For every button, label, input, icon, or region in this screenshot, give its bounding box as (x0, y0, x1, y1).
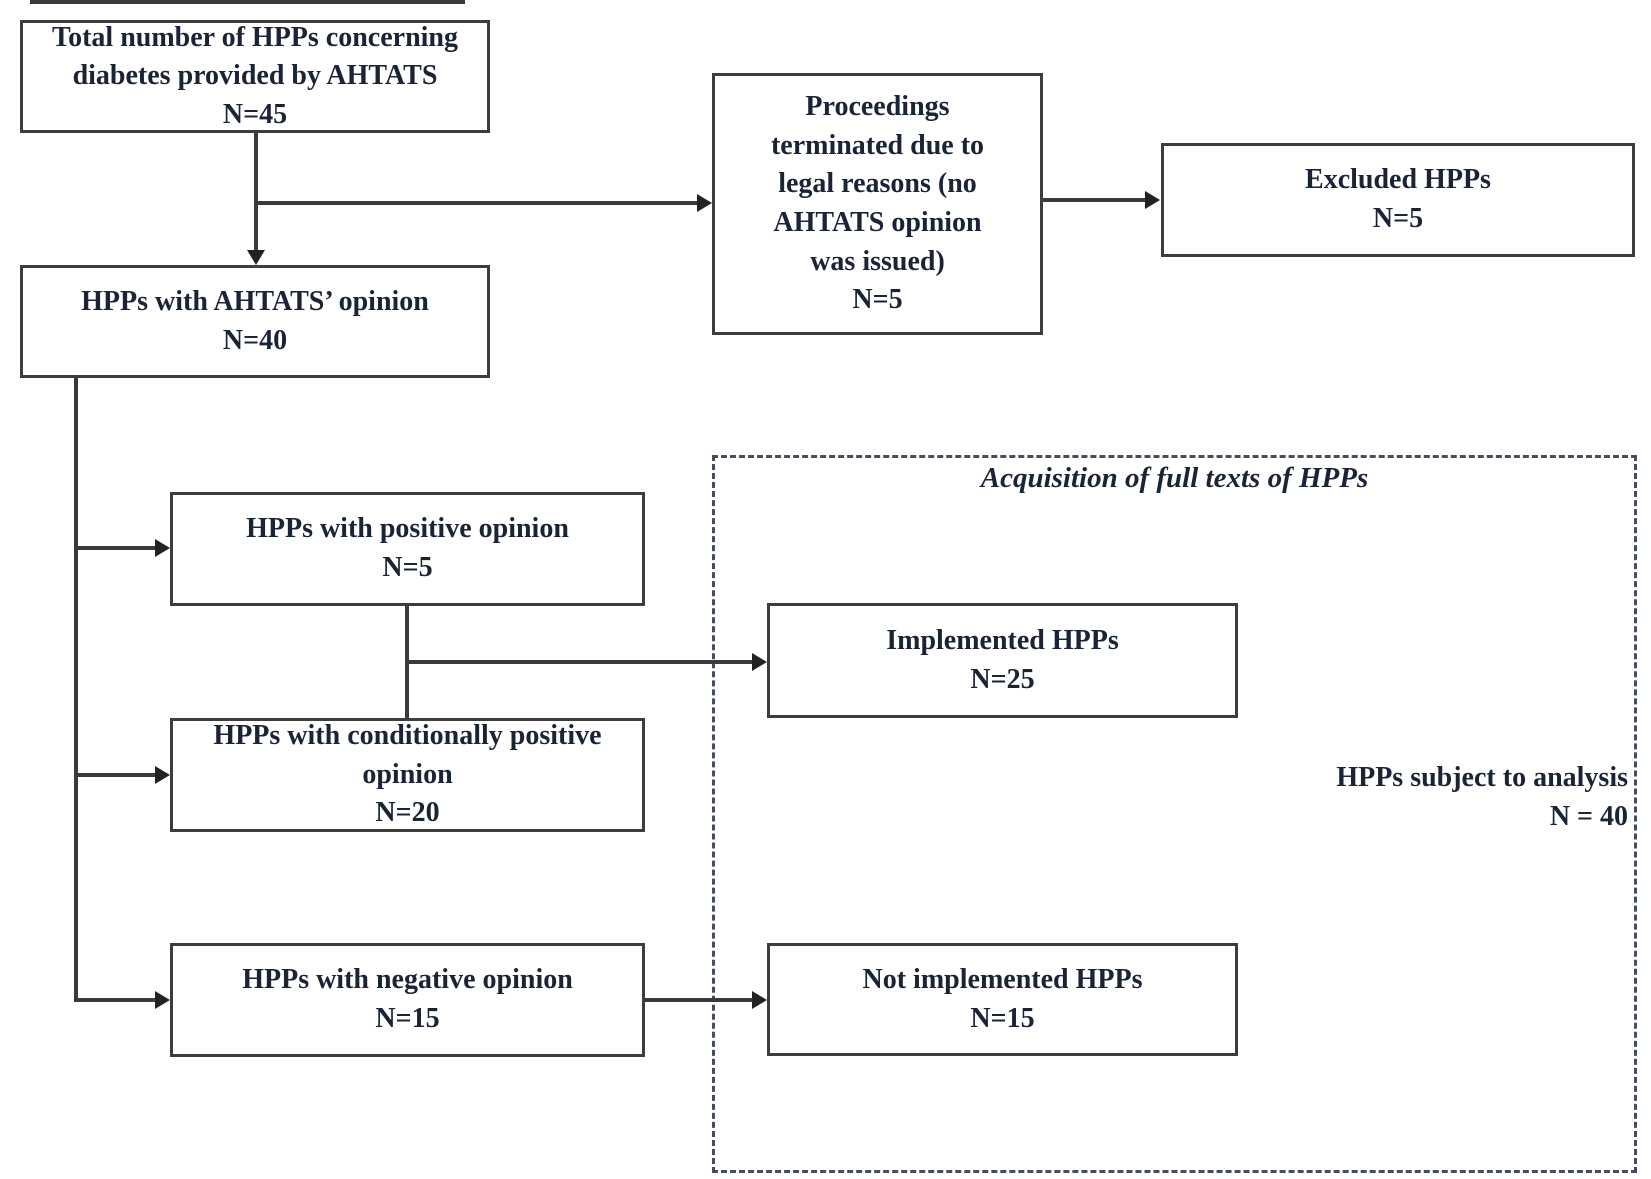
node-positive-count: N=5 (382, 552, 433, 583)
node-negative-label: HPPs with negative opinion (242, 964, 573, 996)
node-implemented-count: N=25 (970, 663, 1035, 695)
connector-total-to-proceedings (256, 201, 698, 205)
arrowhead-proceedings-to-excluded (1145, 191, 1160, 209)
node-with-opinion-count: N=40 (222, 324, 288, 356)
arrowhead-negative-to-notimplemented (752, 991, 767, 1009)
connector-trunk-to-negative (74, 998, 158, 1002)
node-not-implemented-label: Not implemented HPPs (862, 963, 1143, 995)
arrowhead-trunk-to-negative (155, 991, 170, 1009)
connector-total-to-opinion (254, 133, 258, 251)
node-conditionally-positive-label: HPPs with conditionally positive opinion (213, 720, 602, 790)
connector-trunk-to-positive (74, 546, 158, 550)
node-total: Total number of HPPs concerning diabetes… (20, 20, 490, 133)
arrowhead-trunk-to-conditional (155, 766, 170, 784)
top-stub-line (30, 0, 465, 4)
connector-opinion-trunk (74, 378, 78, 1000)
node-total-label: Total number of HPPs concerning diabetes… (51, 21, 458, 92)
node-positive-label: HPPs with positive opinion (246, 513, 569, 545)
arrowhead-to-implemented (752, 653, 767, 671)
connector-proceedings-to-excluded (1043, 198, 1146, 202)
node-conditionally-positive-count: N=20 (375, 797, 440, 829)
connector-trunk-to-conditional (74, 773, 158, 777)
arrowhead-total-to-proceedings (697, 194, 712, 212)
node-excluded: Excluded HPPs N=5 (1161, 143, 1635, 257)
analysis-note: HPPs subject to analysis N = 40 (1100, 758, 1628, 836)
analysis-note-count: N = 40 (1549, 801, 1628, 833)
node-proceedings-terminated: Proceedings terminated due to legal reas… (712, 73, 1043, 335)
node-excluded-count: N=5 (1372, 203, 1424, 234)
acquisition-region-title: Acquisition of full texts of HPPs (980, 462, 1369, 494)
node-proceedings-terminated-count: N=5 (852, 284, 903, 316)
node-positive: HPPs with positive opinion N=5 (170, 492, 645, 606)
node-with-opinion: HPPs with AHTATS’ opinion N=40 (20, 265, 490, 378)
node-proceedings-terminated-label: Proceedings terminated due to legal reas… (770, 91, 985, 277)
analysis-note-label: HPPs subject to analysis (1336, 762, 1628, 793)
arrowhead-trunk-to-positive (155, 539, 170, 557)
node-negative-count: N=15 (375, 1003, 440, 1034)
connector-to-implemented (405, 660, 753, 664)
node-implemented: Implemented HPPs N=25 (767, 603, 1238, 718)
node-not-implemented: Not implemented HPPs N=15 (767, 943, 1238, 1056)
node-implemented-label: Implemented HPPs (886, 624, 1119, 656)
node-not-implemented-count: N=15 (970, 1002, 1035, 1034)
node-excluded-label: Excluded HPPs (1305, 164, 1491, 196)
node-negative: HPPs with negative opinion N=15 (170, 943, 645, 1057)
arrowhead-total-to-opinion (247, 250, 265, 265)
node-with-opinion-label: HPPs with AHTATS’ opinion (81, 285, 429, 317)
node-conditionally-positive: HPPs with conditionally positive opinion… (170, 718, 645, 832)
node-total-count: N=45 (222, 98, 288, 130)
acquisition-region (712, 455, 1637, 1173)
connector-negative-to-notimplemented (645, 998, 753, 1002)
